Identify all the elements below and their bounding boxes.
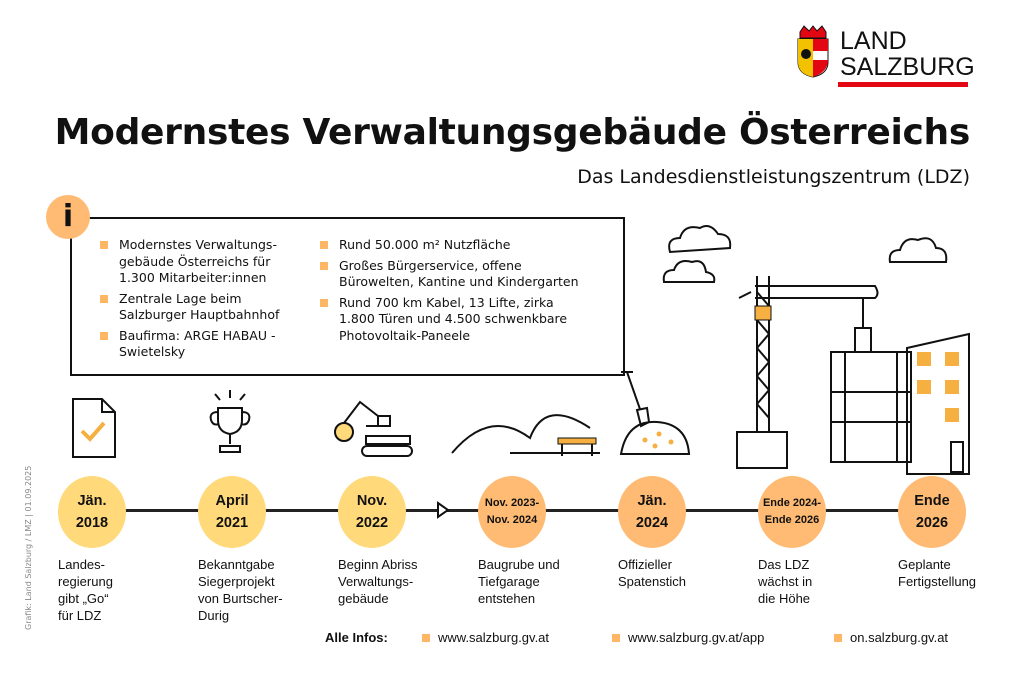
info-item: Großes Bürgerservice, offene Bürowelten,… <box>320 258 580 291</box>
milestone-date-line2: 2018 <box>75 515 109 531</box>
info-item: Rund 700 km Kabel, 13 Lifte, zirka 1.800… <box>320 295 580 345</box>
page-title: Modernstes Verwaltungsgebäude Österreich… <box>54 112 971 153</box>
credit-text: Grafik: Land Salzburg / LMZ | 01.09.2025 <box>24 465 33 630</box>
excavator-icon <box>334 400 413 457</box>
timeline-milestone: Nov. 2022 <box>338 476 406 548</box>
trophy-icon <box>209 390 251 453</box>
building-icon <box>906 332 970 475</box>
milestone-date-line1: Nov. <box>356 493 388 509</box>
play-arrow-icon <box>437 501 450 519</box>
milestone-date-line1: Jän. <box>637 493 667 509</box>
bullet-icon <box>100 331 108 340</box>
info-item: Baufirma: ARGE HABAU - Swietelsky <box>100 328 290 361</box>
milestone-description: Geplante Fertigstellung <box>898 557 977 589</box>
bullet-icon <box>834 634 842 642</box>
milestone-date-line2: 2026 <box>915 515 949 531</box>
bullet-icon <box>100 294 108 303</box>
timeline-milestone: Jän. 2018 <box>58 476 126 548</box>
info-item: Zentrale Lage beim Salzburger Hauptbahnh… <box>100 291 290 324</box>
info-column-right: Rund 50.000 m² Nutzfläche Großes Bürgers… <box>320 237 580 348</box>
footer-link[interactable]: www.salzburg.gv.at <box>422 630 549 645</box>
milestone-date-line2: 2024 <box>635 515 669 531</box>
document-check-icon <box>72 398 116 458</box>
timeline-milestone: Jän. 2024 <box>618 476 686 548</box>
milestone-date-line1: Jän. <box>77 493 107 509</box>
link-text[interactable]: www.salzburg.gv.at <box>438 630 550 645</box>
bullet-icon <box>320 261 328 270</box>
milestone-date-line2: Ende 2026 <box>764 514 820 526</box>
info-text: Großes Bürgerservice, offene Bürowelten,… <box>339 257 579 290</box>
milestone-date-line2: 2022 <box>355 515 389 531</box>
milestone-description: Offizieller Spatenstich <box>618 557 686 589</box>
info-text: Modernstes Verwaltungs-gebäude Österreic… <box>119 237 277 285</box>
info-text: Rund 700 km Kabel, 13 Lifte, zirka 1.800… <box>339 294 568 343</box>
milestone-description: Landes- regierung gibt „Go“ für LDZ <box>58 557 113 623</box>
info-text: Baufirma: ARGE HABAU - Swietelsky <box>119 327 276 360</box>
earth-mounds-icon <box>451 414 600 456</box>
footer-link[interactable]: on.salzburg.gv.at <box>834 630 948 645</box>
milestone-date-line2: 2021 <box>215 515 249 531</box>
info-item: Rund 50.000 m² Nutzfläche <box>320 237 580 254</box>
crane-icon <box>736 276 912 469</box>
timeline-milestone: Ende 2026 <box>898 476 966 548</box>
milestone-description: Baugrube und Tiefgarage entstehen <box>478 557 560 606</box>
logo-line1: LAND <box>840 27 907 55</box>
link-text[interactable]: www.salzburg.gv.at/app <box>628 630 765 645</box>
milestone-date-line1: Ende <box>914 493 950 509</box>
bullet-icon <box>100 241 108 249</box>
logo-bar <box>838 82 968 87</box>
milestone-description: Das LDZ wächst in die Höhe <box>758 557 813 606</box>
milestone-date-line1: Ende 2024- <box>762 497 822 509</box>
info-column-left: Modernstes Verwaltungs-gebäude Österreic… <box>100 237 290 365</box>
timeline-milestone: Nov. 2023- Nov. 2024 <box>478 476 546 548</box>
shovel-icon <box>619 371 691 455</box>
bullet-icon <box>422 634 430 642</box>
logo-line2: SALZBURG <box>840 53 975 81</box>
milestone-description: Bekanntgabe Siegerprojekt von Burtscher-… <box>198 557 283 623</box>
info-box: Modernstes Verwaltungs-gebäude Österreic… <box>70 217 625 376</box>
link-text[interactable]: on.salzburg.gv.at <box>850 630 949 645</box>
milestone-date-line2: Nov. 2024 <box>486 514 538 526</box>
footer-label: Alle Infos: <box>325 630 388 645</box>
footer-label-text: Alle Infos: <box>325 630 388 645</box>
milestone-description: Beginn Abriss Verwaltungs- gebäude <box>338 557 418 606</box>
bullet-icon <box>320 241 328 249</box>
milestone-date-line1: April <box>215 493 249 509</box>
cloud-icon <box>888 237 948 263</box>
bullet-icon <box>612 634 620 642</box>
timeline-milestone: April 2021 <box>198 476 266 548</box>
footer-link[interactable]: www.salzburg.gv.at/app <box>612 630 764 645</box>
info-item: Modernstes Verwaltungs-gebäude Österreic… <box>100 237 290 287</box>
timeline-milestone: Ende 2024- Ende 2026 <box>758 476 826 548</box>
coat-of-arms-icon <box>797 25 829 78</box>
page-subtitle: Das Landesdienstleistungszentrum (LDZ) <box>577 166 970 188</box>
info-text: Zentrale Lage beim Salzburger Hauptbahnh… <box>119 290 280 323</box>
bullet-icon <box>320 298 328 307</box>
cloud-icon <box>662 225 732 283</box>
milestone-date-line1: Nov. 2023- <box>484 497 540 509</box>
info-icon: i <box>46 195 90 239</box>
info-text: Rund 50.000 m² Nutzfläche <box>339 237 511 252</box>
